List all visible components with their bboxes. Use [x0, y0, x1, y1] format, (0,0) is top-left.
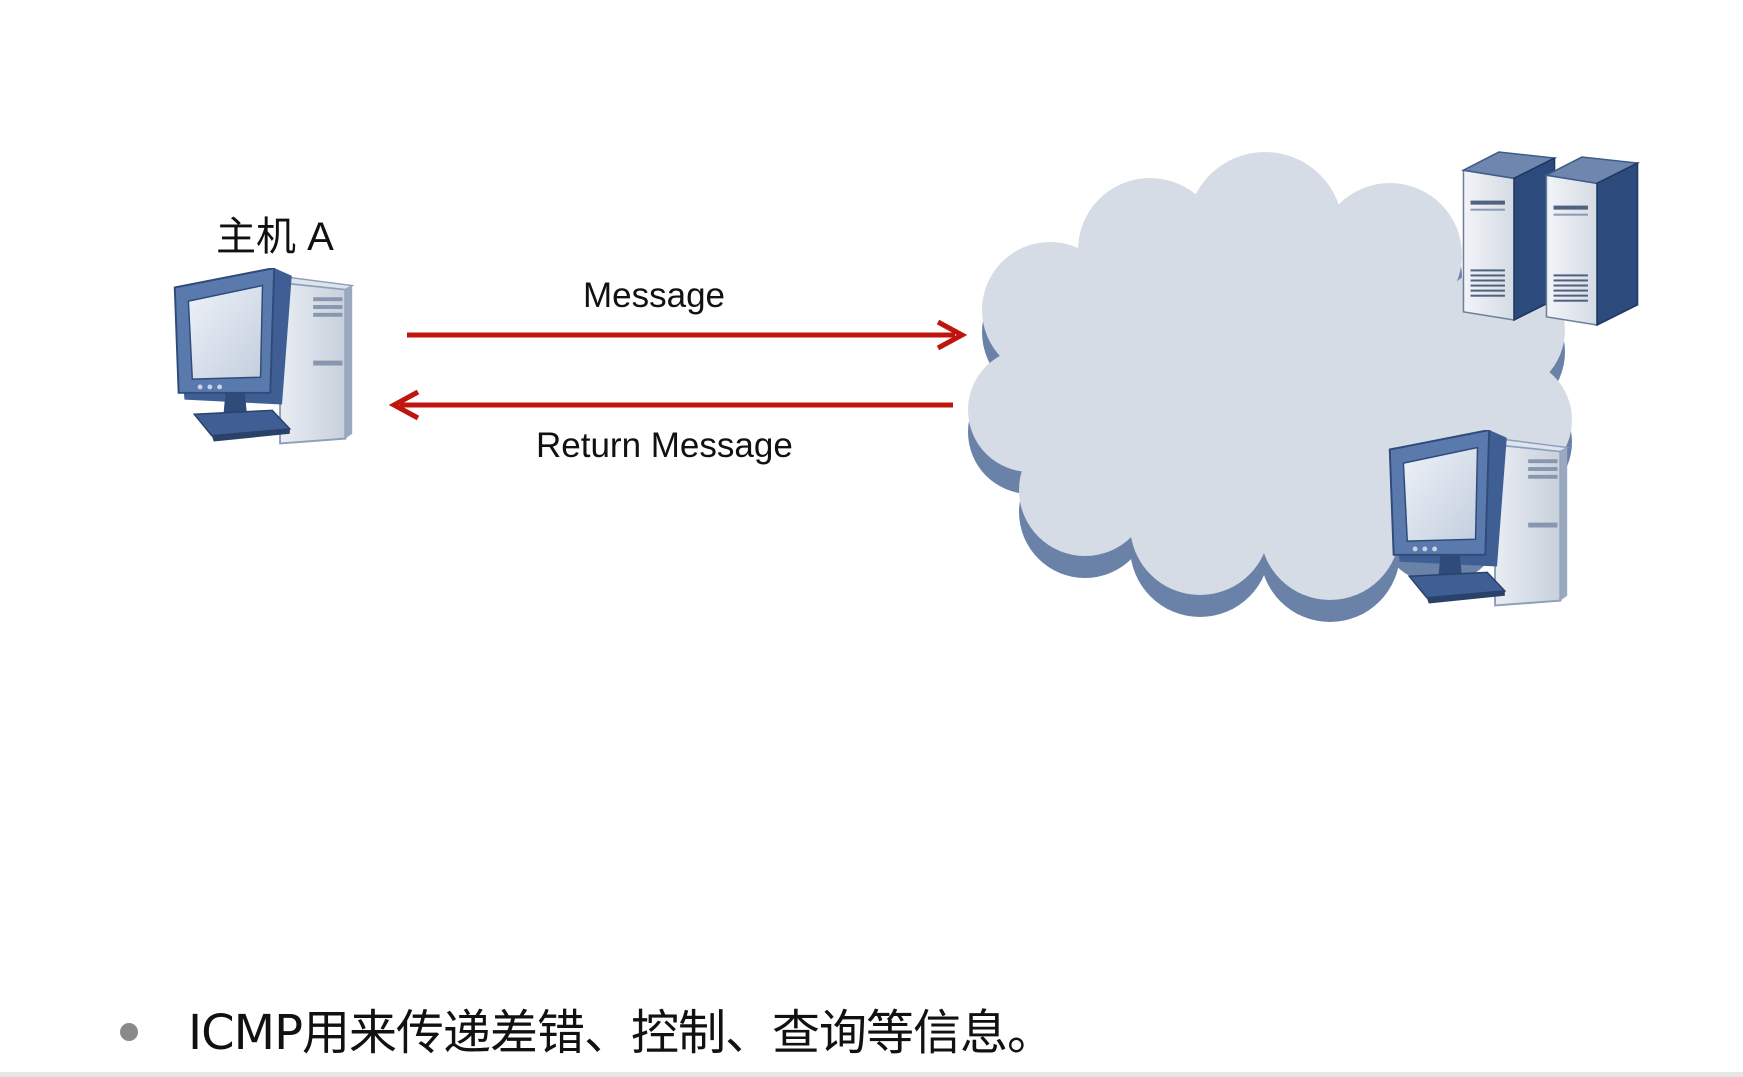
remote-computer-icon [1388, 430, 1569, 607]
remote-host [1388, 430, 1569, 607]
host-a-computer-icon [173, 268, 354, 445]
bullet-text: ICMP用来传递差错、控制、查询等信息。 [188, 1005, 1055, 1061]
bullet-icon [120, 1023, 138, 1041]
bullet-list-item: ICMP用来传递差错、控制、查询等信息。 [120, 993, 1055, 1063]
message-label: Message [583, 276, 725, 315]
server-tower-icon [1462, 151, 1556, 321]
server-group [1462, 151, 1639, 326]
bottom-divider [0, 1072, 1743, 1077]
server-tower-icon [1545, 156, 1639, 326]
message-arrows: Message Return Message [388, 276, 968, 465]
return-message-label: Return Message [536, 426, 793, 465]
return-arrowhead [388, 389, 420, 421]
host-a-label: 主机 A [216, 215, 334, 259]
message-arrowhead [936, 319, 968, 351]
host-a: 主机 A [173, 215, 354, 445]
